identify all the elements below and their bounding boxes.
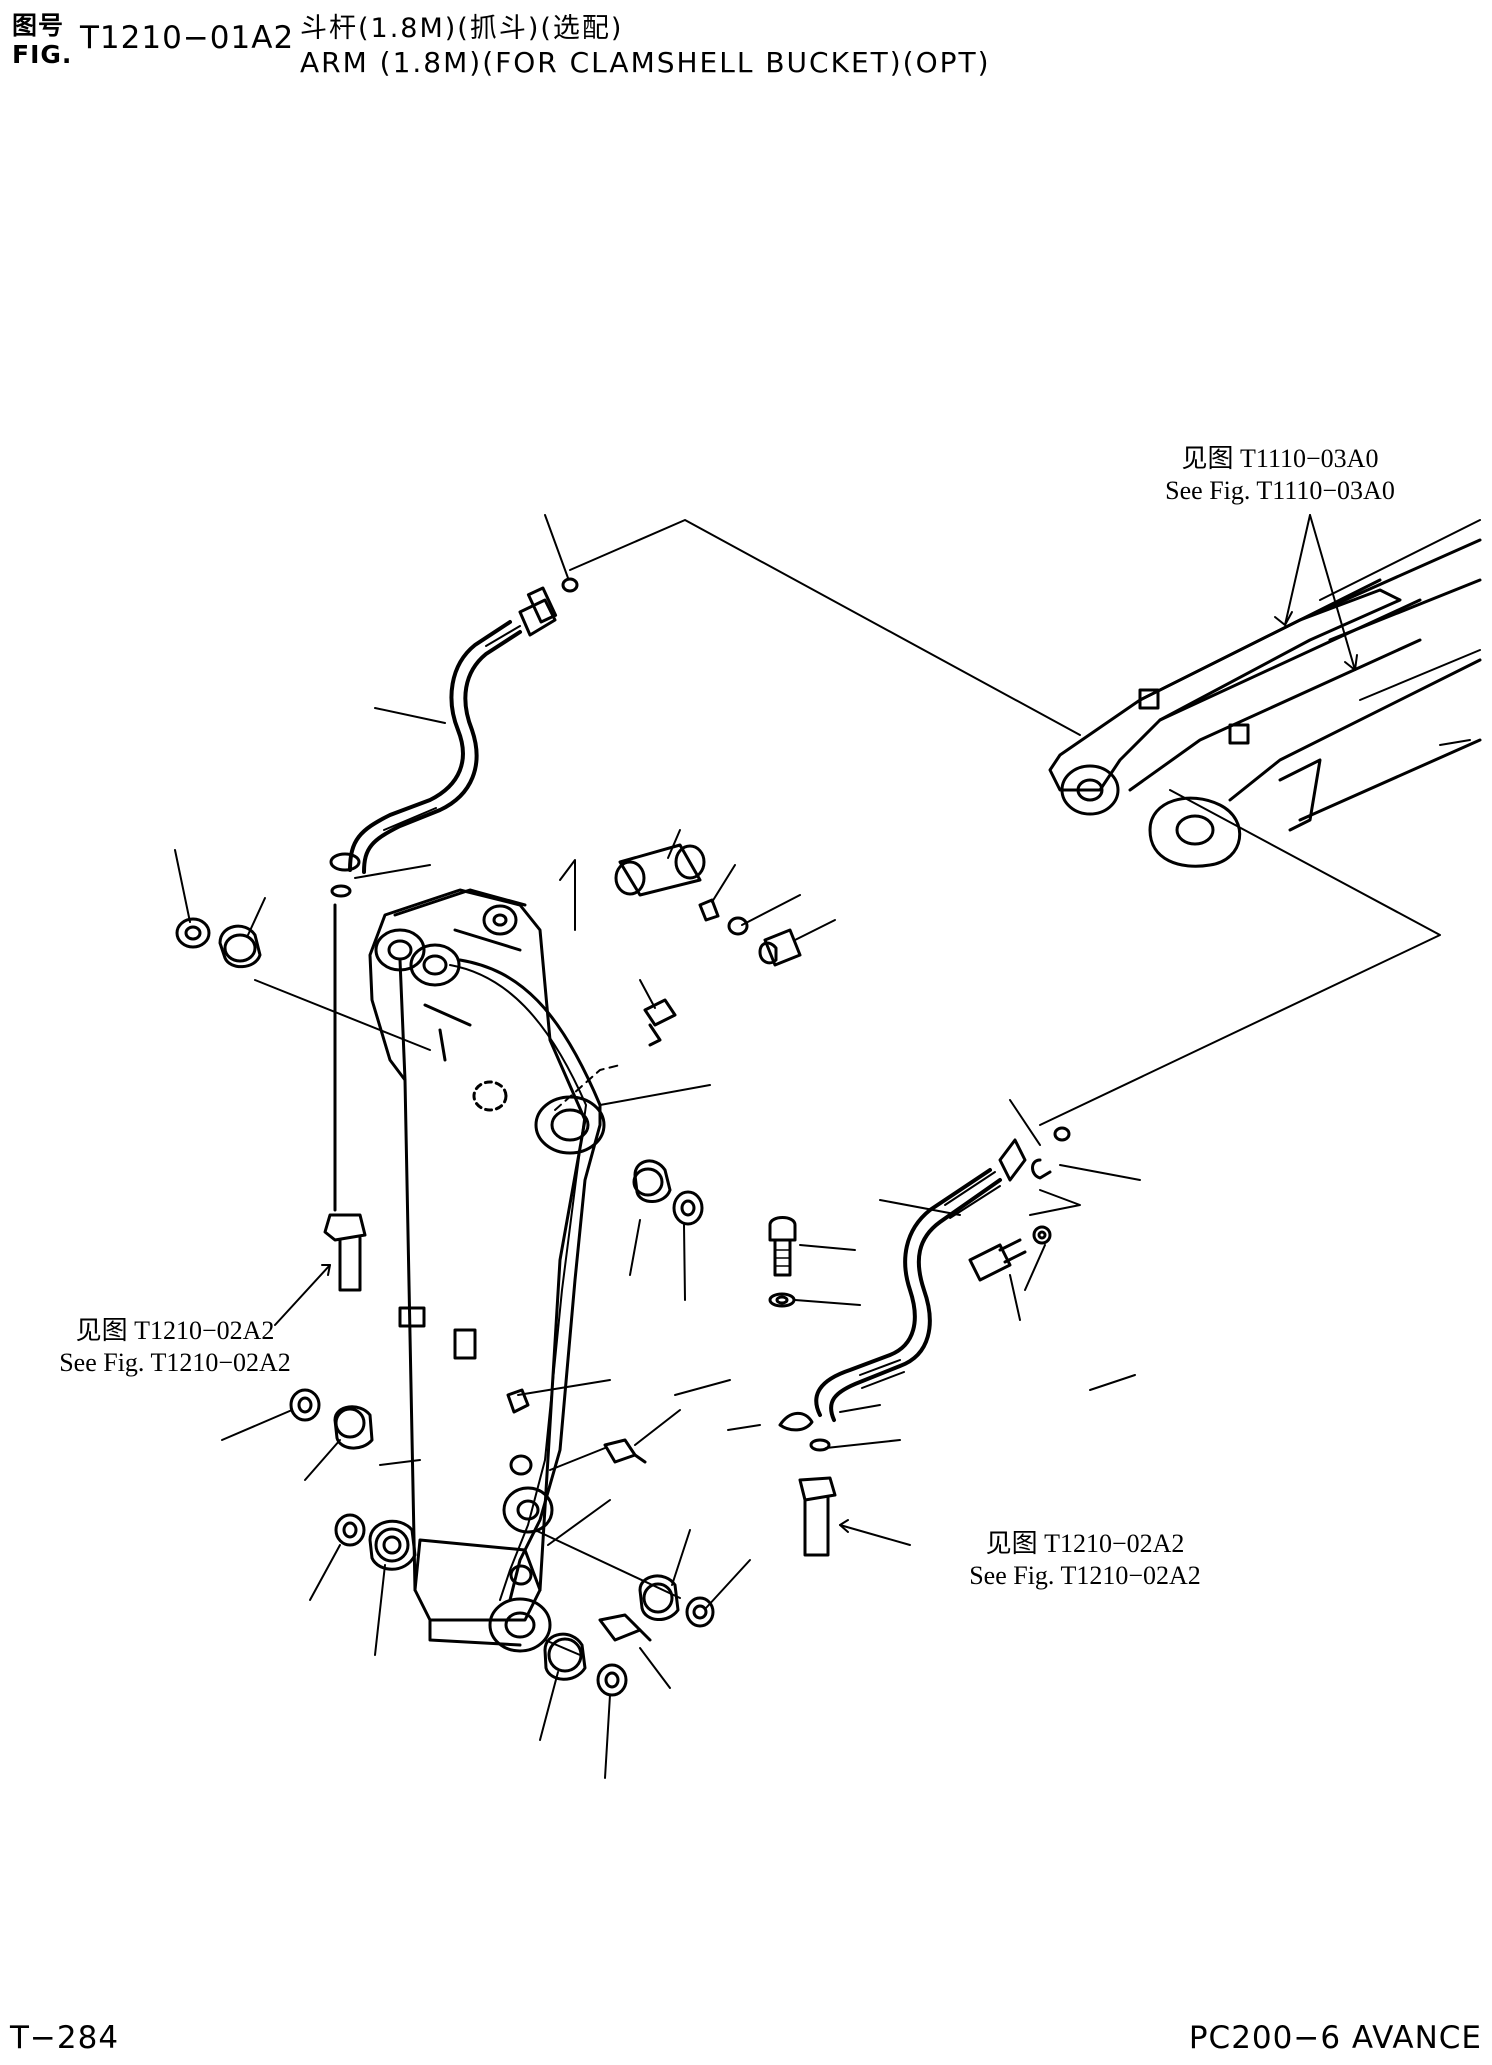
middle-right-bushings <box>632 1159 704 1226</box>
arm-fittings <box>506 1388 652 1642</box>
figure-cn-label: 图号 <box>12 11 65 40</box>
arm-hydraulic-line <box>449 958 602 1602</box>
figure-number: T1210−01A2 <box>80 20 295 56</box>
dashed-connector <box>554 1064 621 1111</box>
left-line-fitting <box>323 903 367 1292</box>
lower-left-bushings <box>289 1388 417 1571</box>
upper-hose <box>329 577 579 898</box>
figure-label: FIG. <box>12 40 73 69</box>
reference-arrows <box>274 1264 911 1546</box>
lower-right-bushings <box>543 1574 715 1697</box>
callout-top-right-en: See Fig. T1110−03A0 <box>1165 476 1395 505</box>
figure-header: 图号 FIG. T1210−01A2 斗杆(1.8M)(抓斗)(选配) ARM … <box>10 6 1010 86</box>
callout-top-right-cn: 见图 T1110−03A0 <box>1181 444 1379 473</box>
boom-leader-lines <box>1274 514 1358 671</box>
upper-left-bushings <box>175 917 262 969</box>
page-number: T−284 <box>10 2020 120 2056</box>
callout-bottom-right-en: See Fig. T1210−02A2 <box>969 1561 1201 1590</box>
upper-grease-fitting <box>643 998 677 1047</box>
callout-left: 见图 T1210−02A2 See Fig. T1210−02A2 <box>10 1315 340 1379</box>
figure-title-en: ARM (1.8M)(FOR CLAMSHELL BUCKET)(OPT) <box>300 46 991 79</box>
right-bolts <box>768 1216 1052 1308</box>
assembly-lines <box>254 519 1441 1656</box>
callout-top-right: 见图 T1110−03A0 See Fig. T1110−03A0 <box>1110 443 1450 507</box>
callout-left-cn: 见图 T1210−02A2 <box>75 1316 275 1345</box>
callout-bottom-right-cn: 见图 T1210−02A2 <box>985 1529 1185 1558</box>
callout-left-en: See Fig. T1210−02A2 <box>59 1348 291 1377</box>
pin-assembly <box>614 843 802 967</box>
right-hose <box>778 1126 1071 1557</box>
machine-model: PC200−6 AVANCE <box>1188 2020 1482 2056</box>
figure-title-cn: 斗杆(1.8M)(抓斗)(选配) <box>300 13 624 44</box>
callout-bottom-right: 见图 T1210−02A2 See Fig. T1210−02A2 <box>920 1528 1250 1592</box>
boom-assembly <box>1048 519 1482 868</box>
part-leader-lines <box>174 514 1141 1779</box>
